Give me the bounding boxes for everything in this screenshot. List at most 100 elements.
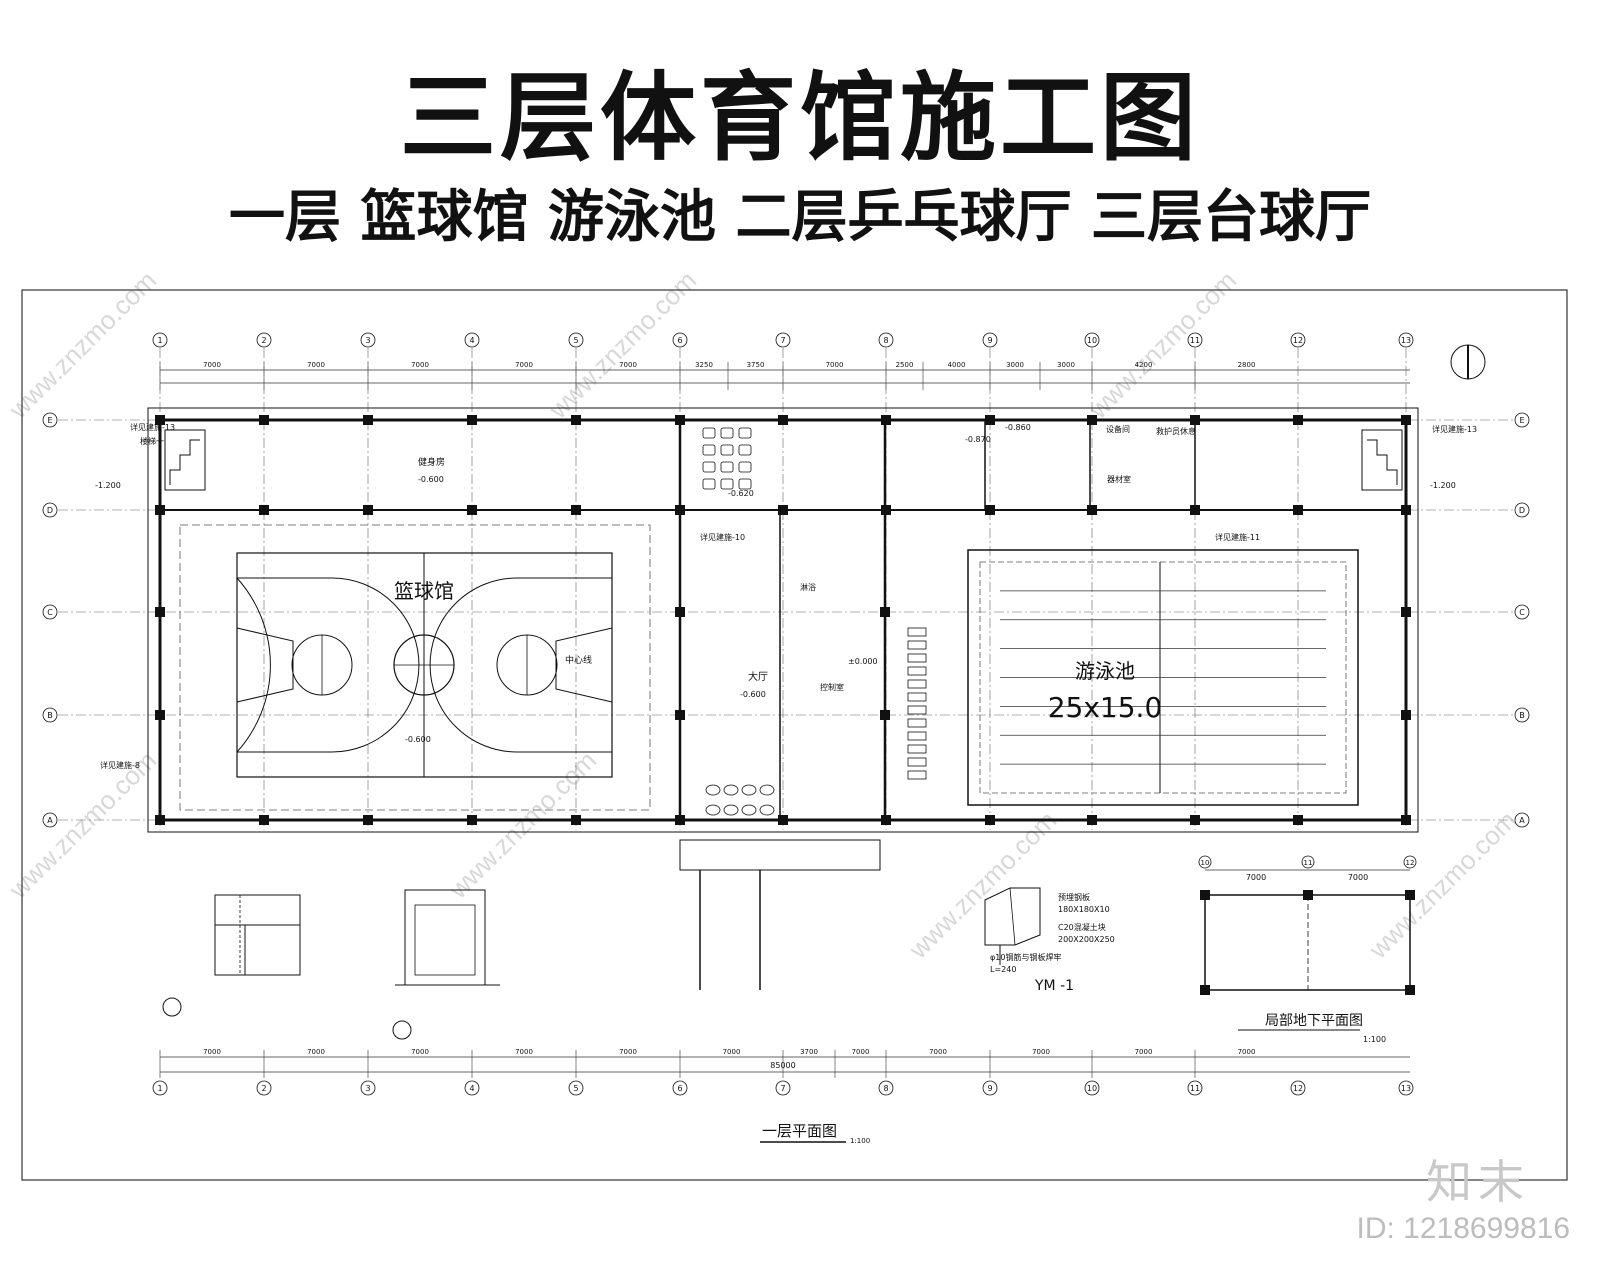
axis-bubble: [464, 332, 480, 348]
bench: [907, 692, 927, 702]
component-note: 180X180X10: [1058, 905, 1110, 914]
column: [1401, 815, 1411, 825]
axis-label: 4: [469, 336, 474, 345]
axis-bubble: [878, 332, 894, 348]
restroom-fixtures: [702, 427, 775, 816]
washbasin-fixture: [705, 784, 721, 796]
column: [1087, 505, 1097, 515]
dimension-label: 7000: [411, 1048, 429, 1056]
basement-dimension: 7000: [1348, 873, 1368, 882]
column: [675, 505, 685, 515]
axis-bubble: [1187, 1080, 1203, 1096]
washbasin-fixture: [705, 804, 721, 816]
axis-bubble: [42, 812, 58, 828]
column: [1190, 415, 1200, 425]
column: [467, 505, 477, 515]
column: [155, 607, 165, 617]
axis-bubble: [1084, 332, 1100, 348]
basement-axis: 10: [1201, 859, 1210, 867]
toilet-fixture: [720, 478, 734, 490]
bench: [907, 718, 927, 728]
lifeguard-room-label: 救护员休息: [1156, 426, 1196, 436]
axis-bubble: [152, 332, 168, 348]
dimension-label: 3000: [1057, 361, 1075, 369]
column: [259, 415, 269, 425]
basement-axis: 11: [1304, 859, 1313, 867]
axis-bubble: [1514, 412, 1530, 428]
axis-label: 13: [1401, 336, 1411, 345]
stair-left: 详见建施-13 楼梯一: [130, 422, 206, 491]
toilet-fixture: [702, 461, 716, 473]
north-arrow-icon: [1450, 344, 1486, 380]
column: [880, 710, 890, 720]
total-width-dimension: 85000: [770, 1061, 795, 1070]
detail-reference: 详见建施-11: [1215, 532, 1260, 542]
column: [571, 415, 581, 425]
column: [675, 710, 685, 720]
axis-label: E: [47, 416, 52, 425]
axis-bubble: [1514, 707, 1530, 723]
axis-bubble: [568, 1080, 584, 1096]
shower-room-label: 淋浴: [800, 582, 816, 592]
gym-room-label: 健身房: [418, 456, 445, 468]
axis-label: A: [1519, 816, 1525, 825]
bench: [907, 627, 927, 637]
axis-bubble: [42, 412, 58, 428]
dimension-label: 2800: [1238, 361, 1256, 369]
axis-bubble: [1514, 502, 1530, 518]
axis-bubble: [1514, 812, 1530, 828]
axis-label: D: [47, 506, 53, 515]
basketball-court: 篮球馆 中心线: [236, 552, 613, 778]
column: [1401, 710, 1411, 720]
dimension-label: 7000: [619, 1048, 637, 1056]
axis-label: 12: [1293, 1084, 1303, 1093]
storage-room-label: 器材室: [1107, 474, 1131, 484]
axis-bubble: [152, 1080, 168, 1096]
axis-bubble: [672, 332, 688, 348]
axis-label: E: [1519, 416, 1524, 425]
column: [1087, 815, 1097, 825]
brand-logo: 知末: [1426, 1155, 1530, 1209]
axis-bubble: [42, 502, 58, 518]
column: [1190, 505, 1200, 515]
axis-label: 7: [780, 336, 785, 345]
dimension-label: 7000: [515, 1048, 533, 1056]
column: [1190, 815, 1200, 825]
dimension-label: 7000: [203, 361, 221, 369]
pool-size-label: 25x15.0: [1048, 691, 1163, 724]
structural-columns: [155, 415, 1411, 825]
dimension-label: 7000: [411, 361, 429, 369]
dimension-label: 7000: [515, 361, 533, 369]
watermark-text: www.znzmo.com: [442, 745, 602, 905]
elevation-mark: ±0.000: [848, 657, 878, 666]
axis-label: B: [47, 711, 53, 720]
dimension-label: 7000: [723, 1048, 741, 1056]
sheet-frame: [21, 289, 1568, 1181]
component-note: C20混凝土块: [1058, 922, 1106, 932]
axis-bubble: [982, 332, 998, 348]
column: [881, 415, 891, 425]
axis-bubble: [256, 332, 272, 348]
elevation-mark: -0.600: [740, 690, 766, 699]
axis-label: 9: [987, 336, 992, 345]
column: [467, 815, 477, 825]
bench: [907, 757, 927, 767]
drawing-subtitle: 一层 篮球馆 游泳池 二层乒乓球厅 三层台球厅: [229, 185, 1371, 250]
drawing-title: 三层体育馆施工图: [400, 62, 1200, 174]
column: [155, 415, 165, 425]
axis-label: D: [1519, 506, 1525, 515]
watermark-text: www.znzmo.com: [1082, 265, 1242, 425]
washbasin-fixture: [723, 784, 739, 796]
axis-label: 11: [1190, 336, 1200, 345]
column: [881, 505, 891, 515]
column: [571, 815, 581, 825]
toilet-fixture: [738, 427, 752, 439]
toilet-fixture: [720, 427, 734, 439]
building-eave-line: [147, 407, 1419, 833]
axis-label: 10: [1087, 336, 1097, 345]
axis-label: 3: [365, 336, 370, 345]
axis-label: 9: [987, 1084, 992, 1093]
